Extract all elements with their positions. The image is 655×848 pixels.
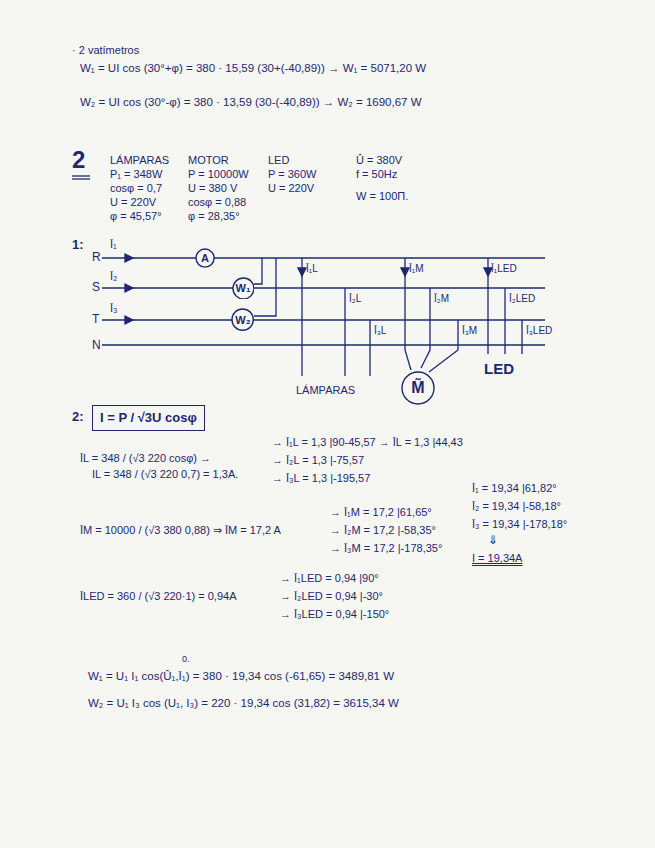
handwritten-note: φ = 45,57° (110, 210, 162, 223)
handwritten-note: Ī₁ (110, 238, 117, 251)
circle-shape (233, 278, 254, 299)
circle-shape (402, 372, 434, 404)
handwritten-note: MOTOR (188, 154, 229, 167)
handwritten-note: 0. (182, 654, 190, 664)
handwritten-note: U = 220V (268, 182, 314, 195)
handwritten-note: LÁMPARAS (296, 384, 355, 397)
handwritten-note: T (92, 313, 99, 327)
symbol-text: W₂ (235, 314, 250, 326)
lamp-branch (344, 288, 345, 376)
handwritten-note: Ī₁L (306, 263, 318, 275)
handwritten-note: · 2 vatímetros (72, 44, 139, 57)
handwritten-note: P = 10000W (188, 168, 249, 181)
handwritten-note: → Ī₂M = 17,2 |-58,35° (330, 524, 436, 537)
handwritten-note: Ī₂LED (509, 293, 535, 305)
led-branch (521, 320, 522, 354)
handwritten-note: U = 380 V (188, 182, 237, 195)
handwritten-note: Ī₂ (110, 270, 117, 283)
handwritten-note: LÁMPARAS (110, 154, 169, 167)
phase-line (102, 319, 545, 320)
handwritten-note: Ī₁LED (491, 263, 517, 275)
handwritten-note: Ī₃ = 19,34 |-178,18° (472, 518, 567, 531)
current-arrow (125, 316, 133, 324)
phase-line (102, 257, 545, 258)
handwritten-note: W₂ = U₁ I₃ cos (U₁, I₃) = 220 · 19,34 co… (88, 697, 399, 710)
lamp-branch (369, 320, 370, 376)
circle-shape (196, 249, 214, 267)
handwritten-note: → Ī₂L = 1,3 |-75,57 (272, 454, 364, 467)
neutral-line (102, 344, 545, 345)
underline (72, 178, 90, 179)
symbol-text: A (201, 252, 209, 264)
handwritten-note: Ī₂ = 19,34 |-58,18° (472, 500, 561, 513)
handwritten-note: Ī₃L (374, 325, 386, 337)
handwritten-note: 2 (72, 146, 85, 174)
handwritten-note: Ī₂M (434, 293, 449, 305)
handwritten-note: → Ī₃M = 17,2 |-178,35° (330, 542, 442, 555)
handwritten-note: W₁ = U₁ I₁ cos(Û₁,Ī₁) = 380 · 19,34 cos … (88, 670, 394, 683)
formula-box: I = P / √3U cosφ (92, 405, 205, 431)
handwritten-note: f = 50Hz (356, 168, 397, 181)
handwritten-note: P = 360W (268, 168, 316, 181)
motor-branch (429, 320, 458, 372)
meter-circle: W₁ (232, 277, 255, 300)
handwritten-note: S (92, 281, 100, 295)
wattmeter-lead (254, 258, 262, 284)
motor-circle: M̃ (401, 371, 435, 405)
handwritten-note: ĪLED = 360 / (√3 220·1) = 0,94A (80, 590, 236, 603)
circle-shape (232, 309, 253, 330)
handwritten-note: N (92, 339, 101, 353)
symbol-text: W₁ (236, 282, 251, 294)
handwritten-note: Ī₃M (462, 325, 477, 337)
handwritten-note: → Ī₁LED = 0,94 |90° (280, 572, 379, 585)
handwritten-note: → Ī₃LED = 0,94 |-150° (280, 608, 389, 621)
formula-text: I = P / √3U cosφ (100, 411, 197, 425)
led-branch (504, 288, 505, 354)
handwritten-note: W = 100Π. (356, 190, 408, 203)
handwritten-note: Ī₂L (349, 293, 361, 305)
current-arrow (298, 268, 306, 276)
current-arrow (125, 284, 133, 292)
current-arrow (484, 268, 492, 276)
handwritten-note: ⇓ (488, 534, 498, 548)
handwritten-note: Ī₃ (110, 302, 118, 315)
handwritten-note: ĪM = 10000 / (√3 380 0,88) ⇒ ĪM = 17,2 A (80, 524, 281, 537)
motor-branch (421, 288, 430, 368)
handwritten-note: LED (484, 360, 514, 377)
current-arrow (401, 268, 409, 276)
handwritten-note: 1: (72, 238, 84, 253)
handwritten-note: U = 220V (110, 196, 156, 209)
handwritten-note: cosφ = 0,7 (110, 182, 162, 195)
handwritten-note: Ī₁ = 19,34 |61,82° (472, 482, 557, 495)
symbol-text: M̃ (411, 379, 424, 397)
current-arrow (125, 254, 133, 262)
handwritten-note: ĪL = 348 / (√3 220 cosφ) → (80, 452, 211, 465)
handwritten-note: R (92, 251, 101, 265)
handwritten-note: Û = 380V (356, 154, 402, 167)
handwritten-note: IL = 348 / (√3 220 0,7) = 1,3A. (92, 468, 238, 481)
phase-line (102, 287, 545, 288)
handwritten-note: LED (268, 154, 289, 167)
handwritten-note: P₁ = 348W (110, 168, 162, 181)
handwritten-note: → Ī₂LED = 0,94 |-30° (280, 590, 383, 603)
handwritten-note: 2: (72, 410, 84, 425)
handwritten-note: cosφ = 0,88 (188, 196, 246, 209)
handwritten-note: W₁ = UI cos (30°+φ) = 380 · 15,59 (30+(-… (80, 62, 426, 75)
underline (72, 175, 90, 176)
handwritten-note: φ = 28,35° (188, 210, 240, 223)
meter-circle: A (195, 248, 215, 268)
handwritten-note: I = 19,34A (472, 552, 522, 565)
handwritten-note: W₂ = UI cos (30°-φ) = 380 · 13,59 (30-(-… (80, 96, 422, 109)
handwritten-note: Ī₁M (409, 263, 423, 275)
handwritten-note: Ī₃LED (526, 325, 552, 337)
handwritten-note: → Ī₁M = 17,2 |61,65° (330, 506, 432, 519)
meter-circle: W₂ (231, 308, 254, 331)
handwritten-note: → Ī₁L = 1,3 |90-45,57 → ĪL = 1,3 |44,43 (272, 436, 463, 449)
handwritten-note: → Ī₃L = 1,3 |-195,57 (272, 472, 370, 485)
wattmeter-lead (254, 258, 276, 316)
